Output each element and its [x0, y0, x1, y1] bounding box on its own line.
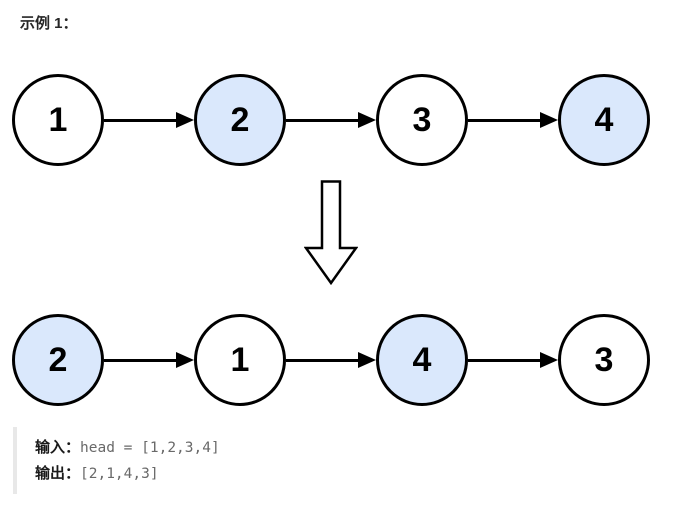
example-title: 示例 1： — [20, 15, 78, 32]
next-pointer-arrow — [104, 314, 194, 406]
list-node-2: 2 — [12, 314, 104, 406]
input-line: 输入：head = [1,2,3,4] — [35, 435, 686, 461]
arrow-head-icon — [176, 352, 194, 368]
output-line: 输出：[2,1,4,3] — [35, 461, 686, 487]
next-pointer-arrow — [104, 74, 194, 166]
arrow-head-icon — [176, 112, 194, 128]
list-node-4: 4 — [376, 314, 468, 406]
next-pointer-arrow — [468, 74, 558, 166]
arrow-line — [468, 358, 541, 362]
list-node-4: 4 — [558, 74, 650, 166]
arrow-line — [468, 118, 541, 122]
list-node-3: 3 — [558, 314, 650, 406]
output-label: 输出： — [35, 465, 81, 482]
down-arrow-icon — [304, 180, 358, 285]
io-block: 输入：head = [1,2,3,4] 输出：[2,1,4,3] — [13, 427, 686, 494]
arrow-head-icon — [540, 352, 558, 368]
arrow-head-icon — [540, 112, 558, 128]
input-label: 输入： — [35, 439, 81, 456]
output-value: [2,1,4,3] — [80, 466, 159, 482]
next-pointer-arrow — [286, 74, 376, 166]
next-pointer-arrow — [468, 314, 558, 406]
input-value: head = [1,2,3,4] — [80, 440, 220, 456]
list-node-1: 1 — [12, 74, 104, 166]
arrow-line — [286, 358, 359, 362]
arrow-line — [286, 118, 359, 122]
list-node-1: 1 — [194, 314, 286, 406]
arrow-line — [104, 358, 177, 362]
arrow-head-icon — [358, 112, 376, 128]
list-node-2: 2 — [194, 74, 286, 166]
arrow-line — [104, 118, 177, 122]
transform-arrow-wrap — [0, 180, 674, 285]
arrow-head-icon — [358, 352, 376, 368]
list-node-3: 3 — [376, 74, 468, 166]
next-pointer-arrow — [286, 314, 376, 406]
